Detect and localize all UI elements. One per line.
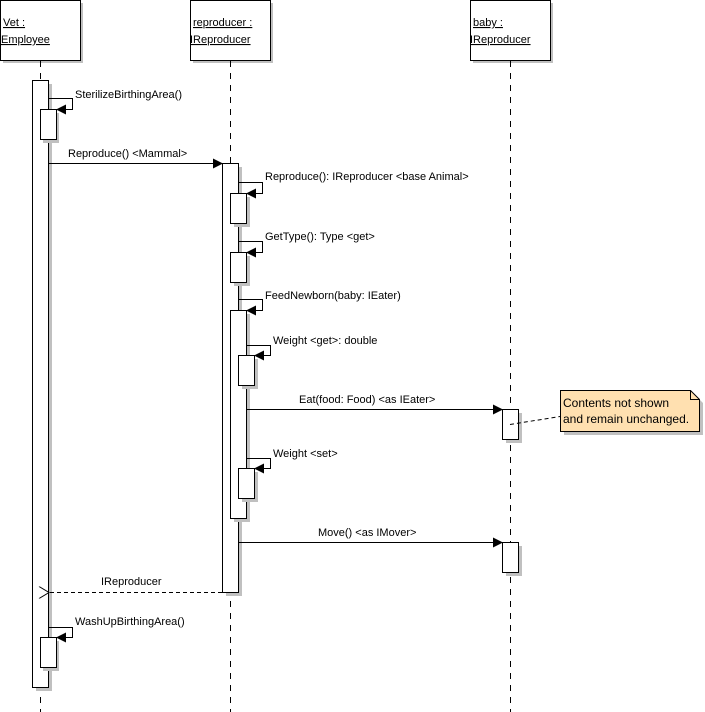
note[interactable]: Contents not shown and remain unchanged. <box>560 390 704 436</box>
message-label: SterilizeBirthingArea() <box>75 89 182 101</box>
message-label: GetType(): Type <get> <box>265 231 375 243</box>
message-label: WashUpBirthingArea() <box>75 616 185 628</box>
lifeline-vet-name: Vet : <box>3 17 25 29</box>
note-line-2: and remain unchanged. <box>563 412 689 426</box>
lifeline-baby-name: baby : <box>473 17 503 29</box>
lifeline-vet-type: Employee <box>1 34 50 46</box>
message-label: Move() <as IMover> <box>318 527 416 539</box>
note-connector <box>509 416 561 425</box>
message-return-ireproducer[interactable]: IReproducer <box>49 576 222 593</box>
message-label: Weight <get>: double <box>273 335 377 347</box>
activation-reproducer-weight-get <box>238 355 258 389</box>
activation-reproducer-gettype <box>230 252 250 286</box>
message-weight-set[interactable]: Weight <set> <box>246 448 338 474</box>
activation-baby-eat <box>502 409 522 443</box>
message-reproduce-mammal[interactable]: Reproduce() <Mammal> <box>48 148 223 169</box>
message-weight-get[interactable]: Weight <get>: double <box>246 335 378 361</box>
lifeline-head-vet[interactable]: Vet : Employee <box>0 0 84 64</box>
message-label: Reproduce(): IReproducer <base Animal> <box>265 171 469 183</box>
lifeline-head-baby[interactable]: baby : IReproducer <box>470 0 553 64</box>
activation-vet-main <box>32 80 52 691</box>
message-label: Reproduce() <Mammal> <box>68 148 187 160</box>
message-label: IReproducer <box>101 576 162 588</box>
message-move[interactable]: Move() <as IMover> <box>238 527 503 548</box>
message-washup[interactable]: WashUpBirthingArea() <box>48 616 185 643</box>
lifeline-baby-type: IReproducer <box>470 34 531 46</box>
message-eat[interactable]: Eat(food: Food) <as IEater> <box>246 394 503 415</box>
activation-reproducer-weight-set <box>238 468 258 502</box>
lifeline-reproducer-type: IReproducer <box>190 34 251 46</box>
message-label: Eat(food: Food) <as IEater> <box>299 394 435 406</box>
message-reproduce-base[interactable]: Reproduce(): IReproducer <base Animal> <box>238 171 469 199</box>
activation-vet-sterilize <box>40 109 59 143</box>
message-gettype[interactable]: GetType(): Type <get> <box>238 231 375 258</box>
lifeline-reproducer-name: reproducer : <box>193 17 252 29</box>
lifeline-head-reproducer[interactable]: reproducer : IReproducer <box>190 0 273 64</box>
activation-reproducer-base <box>230 193 250 227</box>
activation-vet-washup <box>40 637 59 671</box>
message-label: FeedNewborn(baby: IEater) <box>265 290 401 302</box>
activation-baby-move <box>502 542 522 576</box>
message-feednewborn[interactable]: FeedNewborn(baby: IEater) <box>238 290 401 316</box>
message-label: Weight <set> <box>273 448 338 460</box>
note-line-1: Contents not shown <box>563 396 669 410</box>
message-sterilize[interactable]: SterilizeBirthingArea() <box>48 89 182 115</box>
